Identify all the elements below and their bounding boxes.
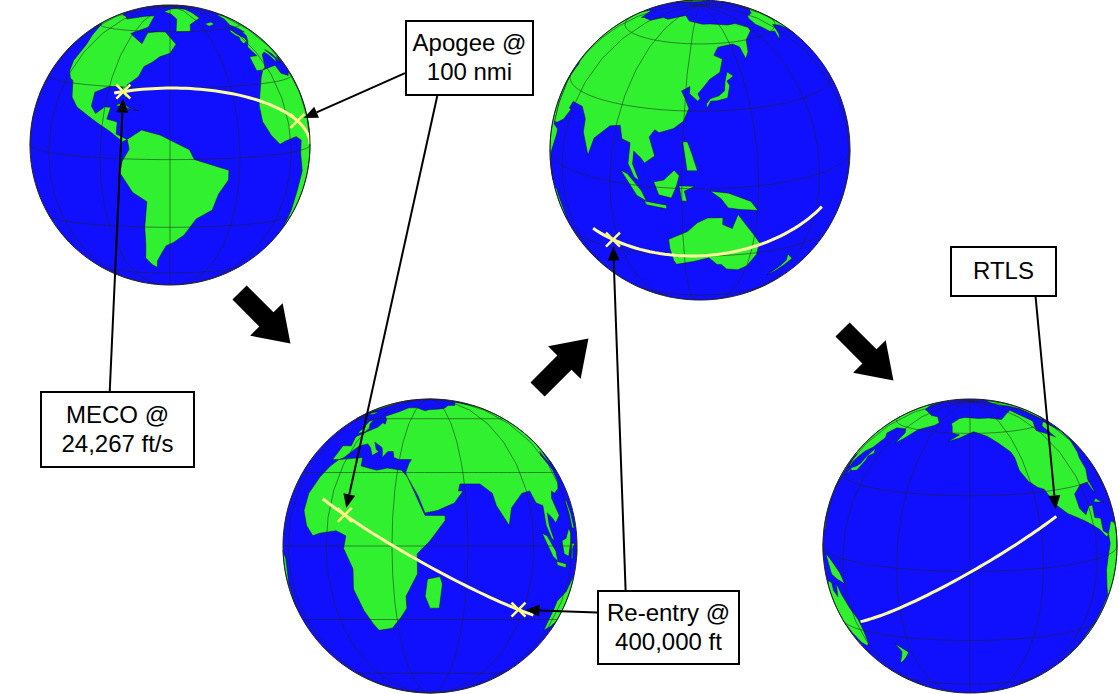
globe (283, 399, 577, 693)
continent (120, 130, 229, 267)
continent (333, 402, 560, 541)
ocean (823, 399, 1117, 693)
continent (828, 580, 868, 645)
leader-line (1036, 297, 1055, 495)
mark-stroke (290, 114, 304, 128)
continent (895, 644, 909, 663)
leader-arrowhead (343, 493, 355, 508)
leader-line (539, 610, 597, 612)
continent (683, 142, 698, 171)
continent (542, 533, 558, 561)
globe (30, 5, 310, 285)
continent (826, 553, 845, 583)
callout-box: RTLS (950, 246, 1057, 297)
continent (557, 561, 567, 567)
leader-arrowhead (608, 247, 620, 261)
mark-stroke (338, 508, 352, 522)
continent (555, 10, 751, 180)
leader-line (614, 260, 626, 590)
globe (823, 399, 1117, 693)
callout-text: RTLS (957, 257, 1050, 286)
continent (710, 191, 757, 210)
continent (707, 72, 734, 109)
mark-stroke (606, 233, 620, 247)
globe-outline (550, 0, 850, 300)
track-mark (338, 508, 352, 522)
callout-text: Apogee @ 100 nmi (412, 29, 527, 87)
globe-outline (823, 399, 1117, 693)
continent (948, 410, 1108, 537)
continent (1059, 521, 1117, 663)
globe-outline (30, 5, 310, 285)
mark-stroke (606, 233, 620, 247)
continent (654, 170, 680, 198)
continent (164, 8, 200, 31)
ground-track (861, 516, 1057, 621)
sequence-arrow (521, 322, 604, 405)
ocean (550, 0, 850, 300)
mark-stroke (116, 85, 130, 99)
mark-stroke (290, 114, 304, 128)
globe-outline (283, 399, 577, 693)
ocean (283, 399, 577, 693)
track-mark (290, 114, 304, 128)
track-mark (606, 233, 620, 247)
leader-arrowhead (304, 107, 319, 118)
callout-box: Apogee @ 100 nmi (405, 20, 534, 96)
leader-arrowhead (116, 99, 128, 113)
continent (562, 528, 571, 556)
mark-stroke (512, 603, 526, 617)
track-mark (116, 85, 130, 99)
continent (217, 14, 283, 71)
leader-line (317, 73, 405, 112)
leader-arrowhead (1048, 495, 1060, 510)
mark-stroke (512, 603, 526, 617)
track-mark (512, 603, 526, 617)
sequence-arrow (826, 313, 909, 396)
continent (230, 30, 247, 44)
sequence-arrow (223, 276, 306, 359)
ocean (30, 5, 310, 285)
ground-track (593, 207, 822, 256)
leader-line (349, 96, 437, 494)
continent (555, 187, 567, 218)
continent (283, 550, 296, 606)
ground-track (323, 499, 534, 615)
graticule (30, 5, 310, 285)
continent (425, 577, 442, 609)
leader-line (110, 113, 123, 391)
callout-box: MECO @ 24,267 ft/s (40, 391, 195, 468)
mark-stroke (116, 85, 130, 99)
continent (1094, 498, 1105, 502)
graticule (550, 0, 850, 300)
continent (259, 65, 310, 227)
ground-track (114, 88, 310, 144)
globe (550, 0, 850, 300)
leader-lines (110, 73, 1061, 616)
continent (544, 577, 574, 631)
callout-text: MECO @ 24,267 ft/s (47, 401, 188, 459)
callout-box: Re-entry @ 400,000 ft (597, 590, 740, 665)
leader-arrowhead (526, 604, 540, 616)
graticule (823, 399, 1117, 693)
graticule (283, 399, 577, 693)
continent (846, 449, 875, 476)
continent (644, 201, 667, 209)
continent (205, 22, 214, 26)
mark-stroke (338, 508, 352, 522)
callout-text: Re-entry @ 400,000 ft (604, 599, 733, 657)
